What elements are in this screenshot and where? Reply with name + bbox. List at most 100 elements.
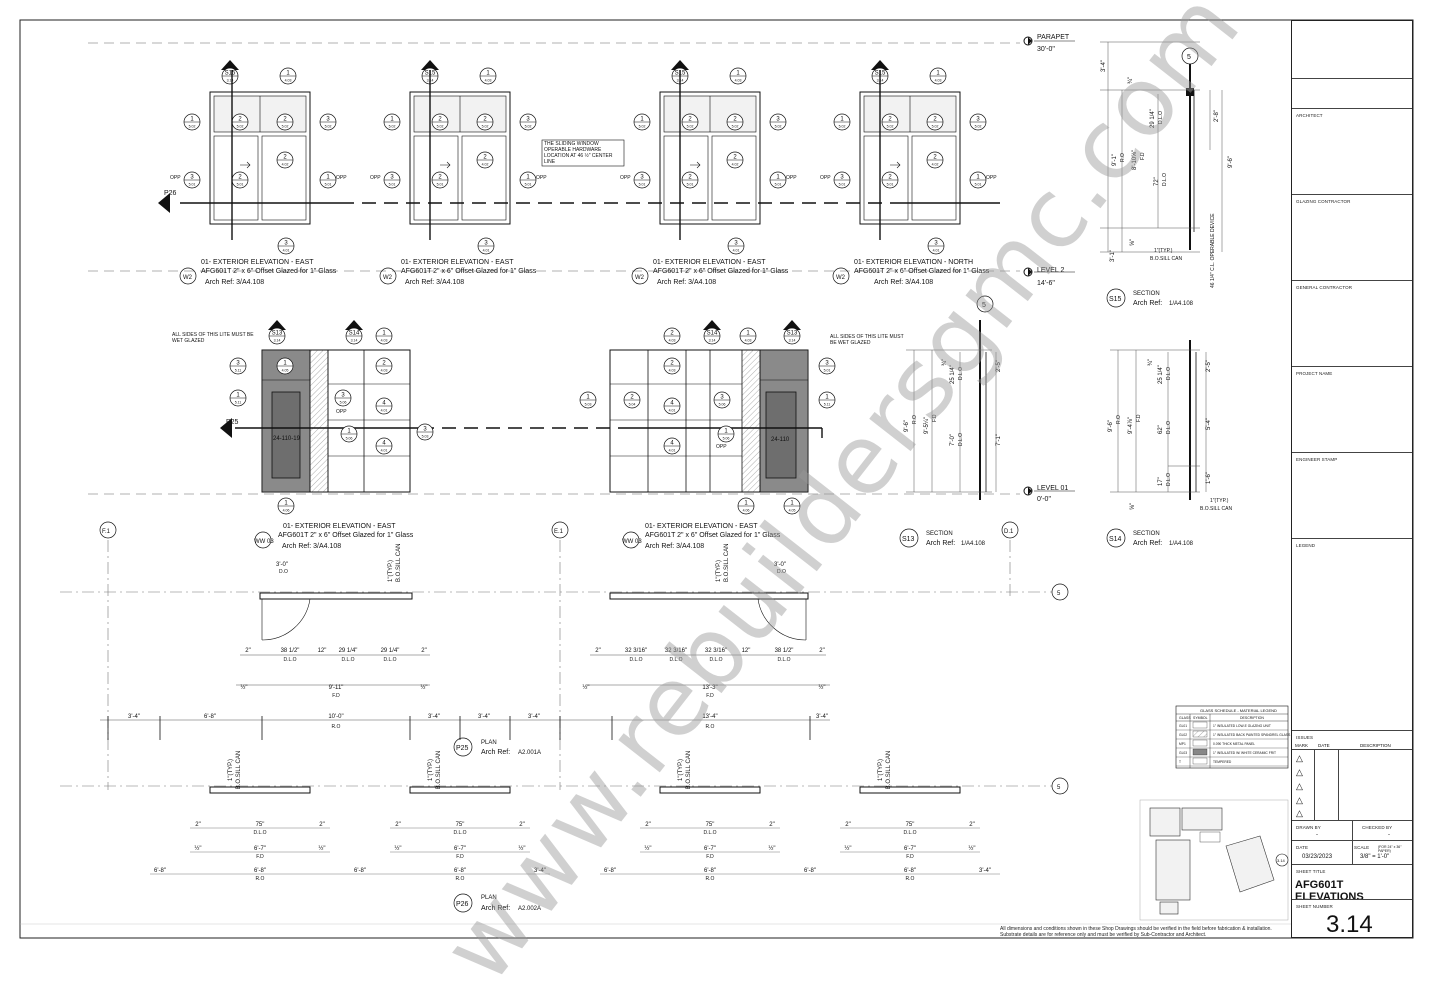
svg-text:S15: S15 xyxy=(225,71,236,77)
p26-ro-l-2: R.O xyxy=(706,876,715,882)
svg-text:3: 3 xyxy=(423,427,427,433)
svg-text:1: 1 xyxy=(776,175,780,181)
svg-text:3: 3 xyxy=(326,117,330,123)
callout-a-1: 25.02 xyxy=(231,113,249,131)
p25-dlo-right-label-2: D.L.O xyxy=(709,657,722,663)
p25-dlo-left-label-1: D.L.O xyxy=(341,657,354,663)
mid-callout-17: 35.06 xyxy=(713,391,731,409)
p26-fd-l-0: F.D xyxy=(256,854,264,860)
svg-text:OPP: OPP xyxy=(170,175,181,181)
p25-top-b2: D.O xyxy=(777,569,786,575)
callout-l-2: 15.02 xyxy=(383,113,401,131)
elev-spec-3: AFG601T 2" x 6" Offset Glazed for 1" Gla… xyxy=(653,268,789,275)
mid-callout-3: 35.11 xyxy=(229,357,247,375)
svg-text:5.01: 5.01 xyxy=(775,183,782,187)
elev-spec-4: AFG601T 2" x 6" Offset Glazed for 1" Gla… xyxy=(854,268,990,275)
s15-dim-3: D.L.O xyxy=(1158,111,1164,124)
tb-drawn-label: DRAWN BY xyxy=(1296,825,1321,830)
window-elevation-2: S153.1414.0325.0225.0215.0235.0224.0225.… xyxy=(370,60,547,255)
callout-bottom-1: 34.01 xyxy=(277,237,295,255)
s13-tag: S13 xyxy=(902,536,915,543)
p26-half-r-0: ½" xyxy=(318,845,325,852)
legend-desc-4: TEMPERED xyxy=(1213,760,1232,764)
spandrel-tag-a: 24-110-19 xyxy=(273,436,301,442)
callout-l-1: 15.02 xyxy=(183,113,201,131)
s13-dim-10: 7'-1" xyxy=(996,434,1002,446)
p25-dlo-right-6: 2" xyxy=(819,648,824,654)
svg-text:5.06: 5.06 xyxy=(723,437,730,441)
callout-head-3: 14.03 xyxy=(729,67,747,85)
p26-sill-2: B.O.SILL CAN xyxy=(686,751,692,789)
svg-text:OPP: OPP xyxy=(536,175,547,181)
svg-text:1: 1 xyxy=(326,175,330,181)
svg-text:5.06: 5.06 xyxy=(340,401,347,405)
p26-sheet: A2.002A xyxy=(518,906,541,912)
p26-half-l-1: ½" xyxy=(394,845,401,852)
tb-glazing-label: GLAZING CONTRACTOR xyxy=(1296,199,1351,204)
elev-tag-1: W2 xyxy=(183,275,193,281)
tb-drawn-val: - xyxy=(1316,832,1318,838)
p25-dlo-left-3: 29 1/4" xyxy=(339,648,358,654)
svg-text:1: 1 xyxy=(976,175,980,181)
s15-dim-12: 3'-1" xyxy=(1110,250,1116,262)
mid-callout-9: 44.01 xyxy=(375,437,393,455)
svg-text:S13: S13 xyxy=(272,331,283,337)
callout-c-2: 24.02 xyxy=(476,151,494,169)
p26-window-4: 1"(TYP.)B.O.SILL CAN2"75"2"D.L.O½"6'-7"½… xyxy=(800,751,1000,882)
tb-date-label: DATE xyxy=(1296,845,1309,850)
callout-a-4: 25.02 xyxy=(881,113,899,131)
svg-text:2: 2 xyxy=(438,175,442,181)
svg-text:4: 4 xyxy=(670,441,674,447)
mid-callout-12: 14.03 xyxy=(739,327,757,345)
s15-dim-8: 72" xyxy=(1154,177,1160,186)
callout-f-3: 15.01 xyxy=(769,171,787,189)
callout-bottom-4: 34.01 xyxy=(927,237,945,255)
svg-text:5.02: 5.02 xyxy=(437,125,444,129)
p26-sill-0: B.O.SILL CAN xyxy=(236,751,242,789)
issue-triangle-1-icon: △ xyxy=(1296,753,1303,763)
issue-triangle-3-icon: △ xyxy=(1296,781,1303,791)
svg-text:5.02: 5.02 xyxy=(525,125,532,129)
s14-dim-4: 9'-6" xyxy=(1108,420,1114,432)
p26-dlo-2: 75" xyxy=(706,822,715,828)
svg-text:2: 2 xyxy=(438,117,442,123)
p25-dlo-right-label-1: D.L.O xyxy=(669,657,682,663)
legend-code-2: MP1 xyxy=(1179,742,1186,746)
p26-dlo-3: 75" xyxy=(906,822,915,828)
elev-spec-6: AFG601T 2" x 6" Offset Glazed for 1" Gla… xyxy=(645,532,781,539)
svg-text:4: 4 xyxy=(382,401,386,407)
elev-title-1: 01- EXTERIOR ELEVATION - EAST xyxy=(201,259,314,266)
p26-sill-1: B.O.SILL CAN xyxy=(436,751,442,789)
callout-r-3: 35.02 xyxy=(769,113,787,131)
p26-window-3: 1"(TYP.)B.O.SILL CAN2"75"2"D.L.O½"6'-7"½… xyxy=(600,751,800,882)
svg-text:OPP: OPP xyxy=(336,175,347,181)
issue-triangle-2-icon: △ xyxy=(1296,767,1303,777)
svg-text:4.05: 4.05 xyxy=(789,509,796,513)
svg-text:4.01: 4.01 xyxy=(381,409,388,413)
svg-text:4: 4 xyxy=(382,441,386,447)
p25-fd-left-label: F.D xyxy=(332,693,340,699)
level-lines xyxy=(88,42,1020,495)
svg-text:5.01: 5.01 xyxy=(687,183,694,187)
tb-architect-label: ARCHITECT xyxy=(1296,113,1323,118)
callout-l-3: 15.02 xyxy=(633,113,651,131)
svg-text:1: 1 xyxy=(936,71,940,77)
p26-half-r-3: ½" xyxy=(968,845,975,852)
mid-callout-5: 35.06 xyxy=(334,389,352,407)
svg-text:3.14: 3.14 xyxy=(351,339,358,343)
svg-text:S13: S13 xyxy=(787,331,798,337)
s13-sheet: 1/A4.108 xyxy=(961,541,986,547)
svg-text:4.02: 4.02 xyxy=(482,163,489,167)
sliding-note-text: THE SLIDING WINDOW OPERABLE HARDWARE LOC… xyxy=(544,141,613,165)
footer-note: All dimensions and conditions shown in t… xyxy=(1000,926,1272,938)
s15-dim-10: 2'-8" xyxy=(1214,110,1220,122)
p26-dlo-0: 75" xyxy=(256,822,265,828)
mid-callout-18: 15.11 xyxy=(818,391,836,409)
callout-a-3: 25.02 xyxy=(681,113,699,131)
s14-dim-3: 2'-5" xyxy=(1206,360,1212,372)
s14-dim-8: 62" xyxy=(1158,425,1164,434)
s15-dim-13: ⅝" xyxy=(1130,239,1136,246)
s15-dim-0: 3'-4" xyxy=(1101,60,1107,72)
